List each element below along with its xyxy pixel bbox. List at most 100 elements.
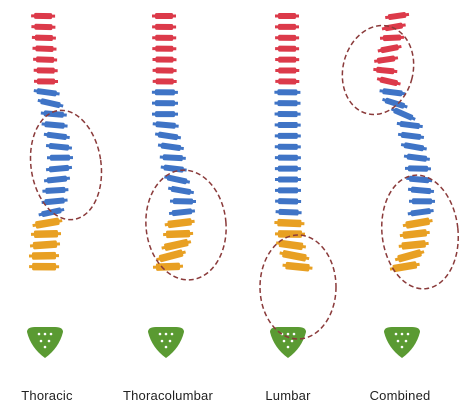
vertebra-thoracic <box>47 155 73 161</box>
vertebra-thoracic <box>170 198 196 204</box>
vertebra-cervical <box>34 78 58 84</box>
vertebra-cervical <box>380 34 404 41</box>
vertebra-thoracic <box>46 143 72 152</box>
vertebra-thoracic <box>160 154 186 161</box>
vertebra-thoracic <box>44 131 71 140</box>
spine-thoracic <box>24 13 109 358</box>
vertebra-thoracic <box>379 88 406 97</box>
vertebra-lumbar <box>274 219 304 228</box>
vertebra-thoracic <box>401 142 428 152</box>
vertebra-thoracic <box>274 89 300 95</box>
vertebra-lumbar <box>156 248 187 263</box>
vertebra-cervical <box>152 13 176 19</box>
vertebra-cervical <box>31 24 55 31</box>
vertebra-thoracic <box>42 187 68 195</box>
vertebra-thoracic <box>382 96 409 109</box>
vertebra-thoracic <box>152 89 178 95</box>
label-thoracic: Thoracic <box>21 388 72 403</box>
vertebra-cervical <box>275 46 299 52</box>
vertebra-lumbar <box>31 230 61 238</box>
vertebra-thoracic <box>397 120 424 129</box>
vertebra-lumbar <box>30 240 60 250</box>
vertebra-thoracic <box>275 166 301 172</box>
vertebra-thoracic <box>404 153 431 162</box>
spine-thoracolumbar <box>141 13 230 358</box>
vertebra-cervical <box>374 55 399 65</box>
vertebra-lumbar <box>398 240 429 250</box>
sacrum-icon <box>27 327 63 358</box>
vertebra-cervical <box>275 35 299 41</box>
vertebra-thoracic <box>275 122 301 128</box>
curve-outline-lumbar <box>260 235 336 339</box>
vertebra-lumbar <box>29 252 59 260</box>
vertebra-lumbar <box>399 229 430 240</box>
vertebra-thoracic <box>33 88 60 97</box>
vertebra-lumbar <box>164 218 195 229</box>
vertebra-cervical <box>152 46 176 52</box>
vertebra-cervical <box>153 78 177 84</box>
vertebra-cervical <box>33 56 57 63</box>
sacrum-icon <box>270 327 306 358</box>
vertebra-lumbar <box>402 217 433 230</box>
label-combined: Combined <box>370 388 431 403</box>
vertebra-thoracic <box>275 176 301 182</box>
vertebra-cervical <box>275 24 299 30</box>
vertebra-lumbar <box>394 248 425 263</box>
vertebra-cervical <box>152 56 176 62</box>
vertebra-lumbar <box>163 230 193 239</box>
vertebra-lumbar <box>161 238 192 252</box>
vertebra-thoracic <box>408 186 434 194</box>
vertebra-thoracic <box>406 175 432 183</box>
vertebra-cervical <box>32 34 56 41</box>
vertebra-thoracic <box>41 121 67 129</box>
vertebra-lumbar <box>32 217 63 229</box>
vertebra-thoracic <box>37 97 64 109</box>
vertebra-thoracic <box>46 164 72 172</box>
vertebra-thoracic <box>275 209 301 216</box>
vertebra-thoracic <box>274 100 300 106</box>
vertebra-cervical <box>32 45 56 52</box>
label-lumbar: Lumbar <box>265 388 310 403</box>
vertebra-thoracic <box>158 142 185 152</box>
vertebra-thoracic <box>409 198 435 204</box>
vertebra-thoracic <box>275 133 301 139</box>
vertebra-cervical <box>153 67 177 73</box>
vertebra-cervical <box>31 13 55 19</box>
vertebra-thoracic <box>398 131 425 140</box>
vertebra-cervical <box>152 24 176 30</box>
vertebra-thoracic <box>275 144 301 150</box>
vertebra-cervical <box>376 76 401 87</box>
sacrum-icon <box>384 327 420 358</box>
vertebra-thoracic <box>275 111 301 117</box>
vertebra-thoracic <box>168 185 195 196</box>
vertebra-thoracic <box>155 131 182 141</box>
vertebra-thoracic <box>275 187 301 193</box>
vertebra-thoracic <box>275 155 301 161</box>
spine-combined <box>333 11 462 358</box>
vertebra-cervical <box>275 67 299 73</box>
vertebra-lumbar <box>29 263 59 271</box>
vertebra-cervical <box>152 35 176 41</box>
vertebra-thoracic <box>275 198 301 204</box>
vertebra-thoracic <box>38 206 65 217</box>
vertebra-thoracic <box>152 100 178 106</box>
vertebra-cervical <box>373 66 397 74</box>
vertebra-lumbar <box>279 249 310 262</box>
vertebra-cervical <box>381 22 406 32</box>
sacrum-icon <box>148 327 184 358</box>
vertebra-cervical <box>275 57 299 63</box>
vertebra-thoracic <box>152 111 178 117</box>
vertebra-cervical <box>377 43 402 53</box>
vertebra-cervical <box>275 13 299 19</box>
label-thoracolumbar: Thoracolumbar <box>123 388 213 403</box>
vertebra-cervical <box>275 78 299 84</box>
vertebra-thoracic <box>407 208 434 217</box>
vertebra-thoracic <box>405 165 431 172</box>
vertebra-thoracic <box>390 106 416 122</box>
spine-lumbar <box>260 13 336 358</box>
vertebra-thoracic <box>44 175 70 184</box>
vertebra-lumbar <box>282 261 313 272</box>
vertebra-cervical <box>34 67 58 74</box>
